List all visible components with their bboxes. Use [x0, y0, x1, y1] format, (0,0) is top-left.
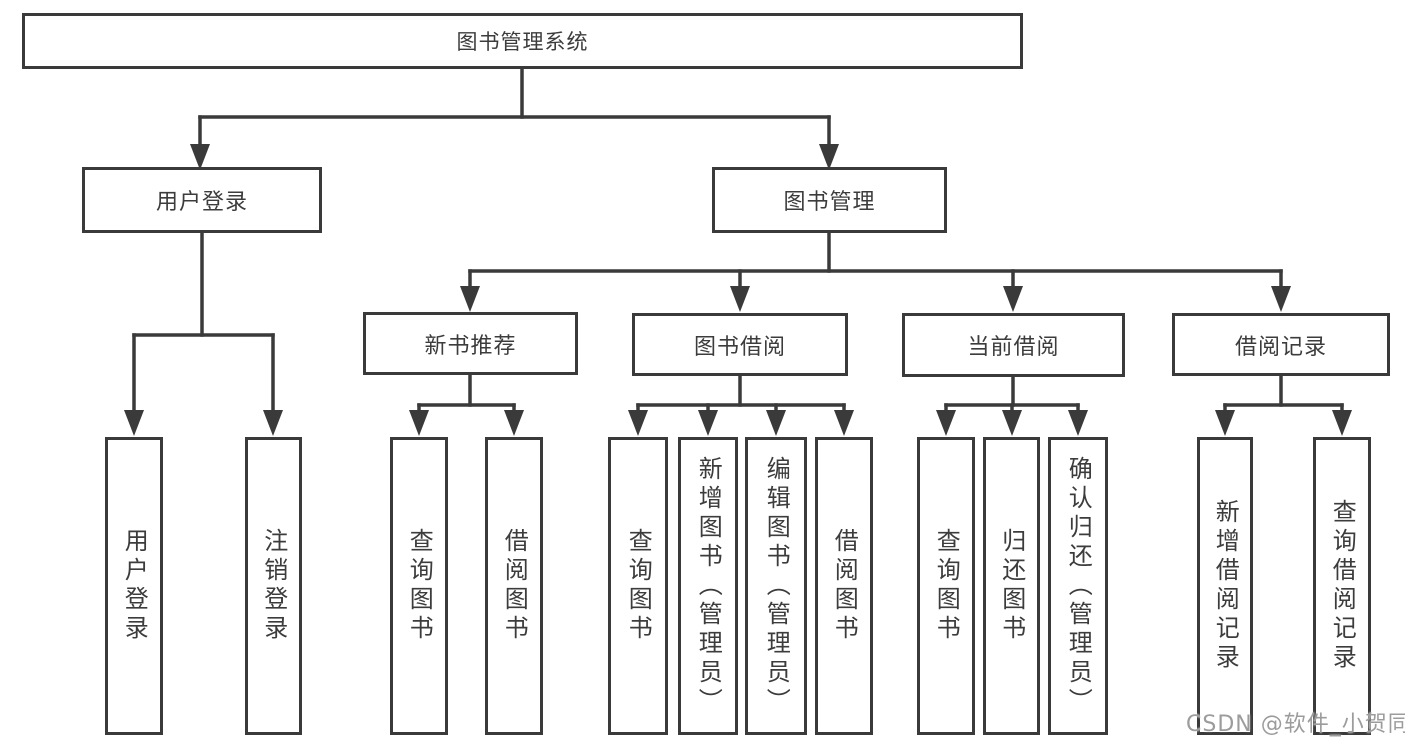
node-new-book-recommend: 新书推荐 — [363, 312, 578, 375]
leaf-logout: 注销登录 — [245, 437, 302, 735]
connector-login-branch — [124, 231, 283, 436]
csdn-watermark: CSDN @软件_小贺同学 — [1186, 712, 1405, 737]
node-book-borrow: 图书借阅 — [632, 313, 848, 376]
node-user-login-branch: 用户登录 — [82, 167, 322, 233]
node-borrow-records: 借阅记录 — [1172, 313, 1390, 376]
node-current-borrow: 当前借阅 — [902, 313, 1125, 377]
connector-current-branch — [936, 375, 1088, 436]
connector-borrow-branch — [628, 374, 854, 436]
leaf-records-query-record: 查询借阅记录 — [1313, 437, 1371, 735]
leaf-borrow-add-books-admin: 新增图书（管理员） — [678, 437, 738, 735]
connector-management-branch — [460, 231, 1291, 312]
leaf-current-confirm-return-admin: 确认归还（管理员） — [1048, 437, 1108, 735]
leaf-recommend-query-books: 查询图书 — [390, 437, 448, 735]
connector-records-branch — [1215, 374, 1352, 436]
connector-recommend-branch — [409, 373, 524, 436]
node-root-system: 图书管理系统 — [22, 13, 1023, 69]
leaf-current-return-books: 归还图书 — [983, 437, 1040, 735]
leaf-current-query-books: 查询图书 — [917, 437, 975, 735]
node-book-management: 图书管理 — [712, 167, 947, 233]
leaf-user-login: 用户登录 — [105, 437, 163, 735]
leaf-borrow-borrow-books: 借阅图书 — [815, 437, 873, 735]
leaf-recommend-borrow-books: 借阅图书 — [485, 437, 543, 735]
leaf-records-add-record: 新增借阅记录 — [1197, 437, 1253, 735]
leaf-borrow-query-books: 查询图书 — [608, 437, 668, 735]
leaf-borrow-edit-books-admin: 编辑图书（管理员） — [745, 437, 807, 735]
connector-root-branch — [190, 67, 839, 170]
